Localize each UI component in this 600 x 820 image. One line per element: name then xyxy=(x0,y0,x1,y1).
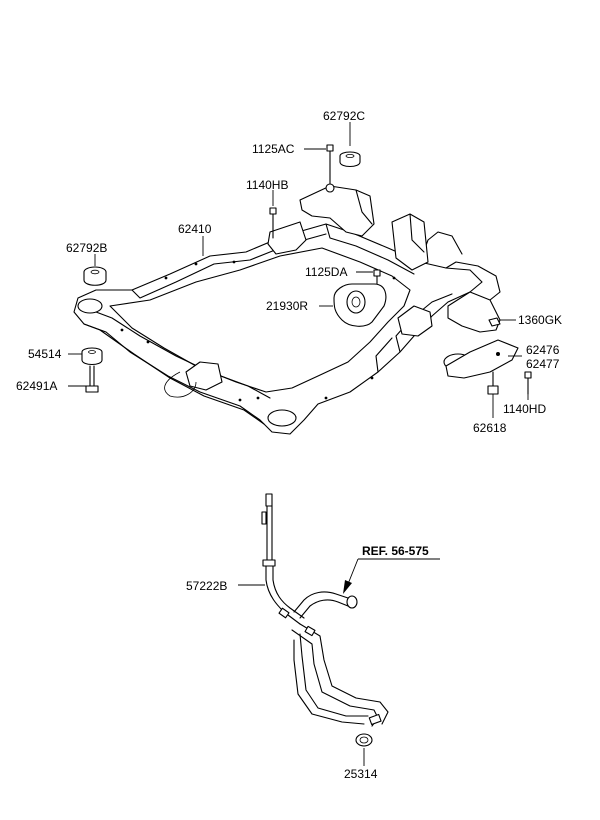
part-1360GK-nut xyxy=(488,317,501,327)
label-62792B: 62792B xyxy=(66,241,107,255)
label-54514: 54514 xyxy=(28,347,62,361)
label-25314: 25314 xyxy=(344,767,378,781)
label-21930R: 21930R xyxy=(266,299,308,313)
part-1125AC-bolt xyxy=(325,144,335,193)
label-62491A: 62491A xyxy=(16,379,57,393)
ref-arrow xyxy=(343,558,440,594)
part-62618-nut xyxy=(487,371,499,395)
label-1140HB: 1140HB xyxy=(246,178,288,192)
part-1140HB-bolt xyxy=(269,207,277,239)
label-1125DA: 1125DA xyxy=(305,265,347,279)
part-21930R-mount xyxy=(333,283,387,327)
part-62792C-bushing xyxy=(339,151,361,168)
label-62618: 62618 xyxy=(473,421,507,435)
label-62477: 62477 xyxy=(526,357,560,371)
part-54514-bushing xyxy=(81,347,103,366)
label-62410: 62410 xyxy=(178,222,212,236)
hose-leader-lines xyxy=(238,584,365,766)
part-62491A-bolt xyxy=(85,365,99,393)
label-1360GK: 1360GK xyxy=(518,313,562,327)
hose-assembly xyxy=(261,493,389,747)
part-1140HD-bolt xyxy=(524,371,532,395)
label-1140HD: 1140HD xyxy=(503,402,546,416)
label-ref-56-575: REF. 56-575 xyxy=(362,544,429,558)
label-57222B: 57222B xyxy=(186,579,227,593)
label-1125AC: 1125AC xyxy=(252,142,295,156)
part-62792B-bushing xyxy=(83,266,107,286)
label-62792C: 62792C xyxy=(323,109,365,123)
subframe-leader-lines xyxy=(68,122,529,418)
label-62476: 62476 xyxy=(526,343,560,357)
